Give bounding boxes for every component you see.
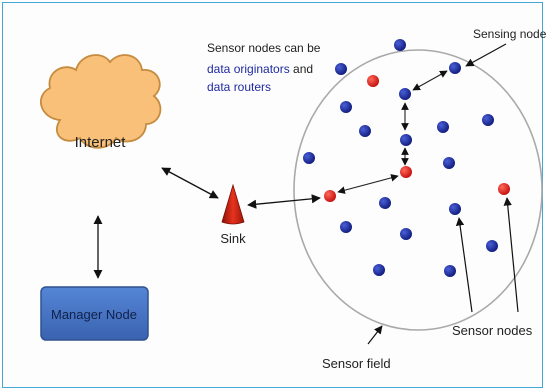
blue-sensor-nodes	[303, 39, 498, 277]
sensor-node	[340, 101, 352, 113]
sensor-node	[379, 197, 391, 209]
router-node	[324, 190, 336, 202]
arrow-sink-node	[247, 194, 321, 209]
sensor-nodes-pointer-1	[455, 217, 473, 313]
note-line-2: data originators and	[207, 62, 313, 76]
note-text: Sensor nodes can be data originators and…	[207, 41, 321, 94]
note-line-2-rest: and	[290, 62, 313, 76]
sensor-node	[400, 228, 412, 240]
internet-label: Internet	[75, 134, 127, 151]
sensor-node	[482, 114, 494, 126]
sensor-node	[394, 39, 406, 51]
routing-path	[337, 70, 448, 194]
sensor-node	[486, 240, 498, 252]
manager-node: Manager Node	[40, 286, 149, 341]
cone-antenna-icon	[221, 183, 245, 225]
note-line-1: Sensor nodes can be	[207, 41, 321, 55]
red-router-nodes	[324, 75, 510, 202]
sensor-node	[443, 157, 455, 169]
sensor-field-label: Sensor field	[322, 356, 391, 371]
sensor-node	[340, 221, 352, 233]
sensing-node-label: Sensing node	[473, 27, 547, 41]
sensor-node	[335, 63, 347, 75]
sensor-nodes-label: Sensor nodes	[452, 323, 533, 338]
sensor-field-pointer	[367, 325, 383, 345]
sensor-node	[444, 265, 456, 277]
sensor-nodes-pointer-2	[503, 197, 519, 313]
internet-cloud: Internet	[39, 54, 162, 151]
note-highlight-routers: data routers	[207, 80, 271, 94]
note-highlight-originators: data originators	[207, 62, 290, 76]
router-node	[498, 183, 510, 195]
sensing-node-pointer	[465, 43, 507, 67]
sensor-node	[449, 203, 461, 215]
sensor-node	[437, 121, 449, 133]
router-node	[400, 166, 412, 178]
router-node	[367, 75, 379, 87]
sensor-node	[400, 134, 412, 146]
cloud-icon	[39, 54, 162, 149]
sink-label: Sink	[220, 231, 246, 246]
arrow-internet-sink	[161, 167, 219, 199]
sensor-node	[373, 264, 385, 276]
sink: Sink	[220, 183, 246, 246]
sensor-node	[359, 125, 371, 137]
sensor-node	[303, 152, 315, 164]
sensor-field-boundary	[293, 49, 543, 331]
manager-node-label: Manager Node	[51, 307, 137, 322]
sensor-node	[399, 88, 411, 100]
sensor-node	[449, 62, 461, 74]
